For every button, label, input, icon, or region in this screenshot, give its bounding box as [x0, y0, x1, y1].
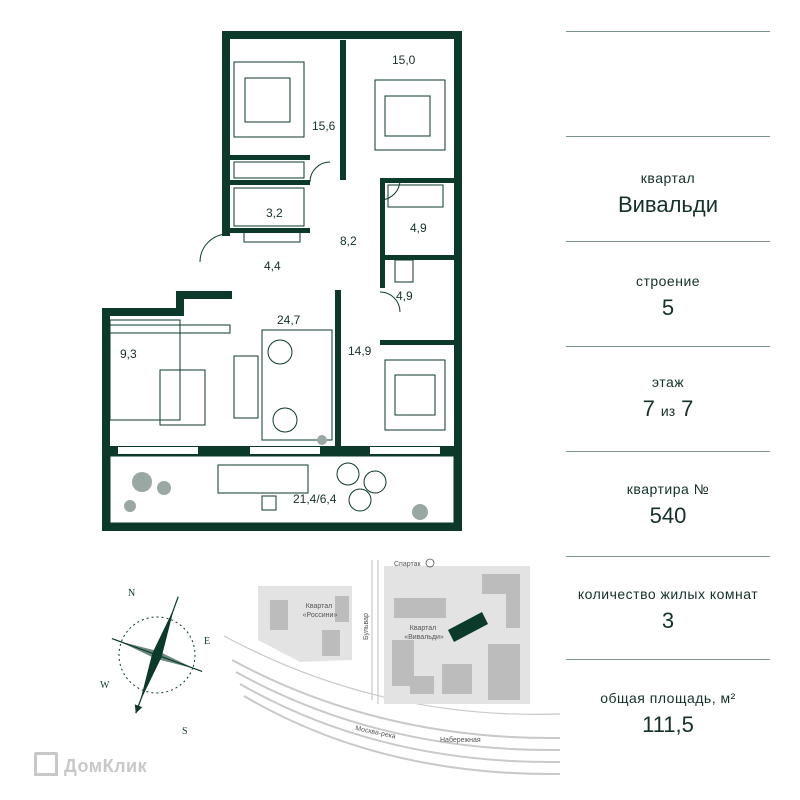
info-panel: квартал Вивальди строение 5 этаж 7 из 7 кв… — [566, 0, 770, 800]
floor-of: из — [660, 403, 676, 419]
house-icon — [34, 752, 58, 776]
room-area-bedroom1: 15,6 — [312, 119, 336, 133]
compass-n: N — [128, 588, 135, 599]
building-value: 5 — [661, 295, 675, 320]
room-area-bath1: 4,9 — [410, 221, 427, 235]
compass-rose — [111, 596, 203, 714]
plants — [124, 435, 428, 520]
room-area-kitchen: 9,3 — [120, 347, 137, 361]
room-area-bedroom2: 15,0 — [392, 53, 416, 67]
rooms-block: количество жилых комнат 3 — [566, 586, 770, 634]
quarter-label: квартал — [640, 170, 696, 186]
divider — [566, 31, 770, 32]
divider — [566, 241, 770, 242]
building-block: строение 5 — [566, 273, 770, 321]
divider — [566, 136, 770, 137]
quarter-block: квартал Вивальди — [566, 170, 770, 218]
apartment-value: 540 — [649, 503, 687, 528]
floor-value: 7 — [642, 396, 655, 421]
svg-text:Квартал «Вивальди»: Квартал «Вивальди» — [404, 625, 444, 641]
metro-icon — [425, 558, 435, 568]
divider — [566, 659, 770, 660]
apartment-block: квартира № 540 — [566, 481, 770, 529]
map-building-highlight — [448, 612, 488, 642]
floor-value-row: 7 из 7 — [566, 396, 770, 422]
room-area-hall: 8,2 — [340, 234, 357, 248]
map-bulvar: Бульвар — [363, 613, 370, 640]
area-block: общая площадь, м² 111,5 — [566, 690, 770, 738]
map-embankment: Набережная — [440, 736, 481, 744]
floor-plan: 15,6 15,0 3,2 8,2 4,9 4,4 4,9 24,7 9,3 1… — [100, 31, 560, 776]
furniture — [109, 61, 446, 512]
divider — [566, 556, 770, 557]
rooms-label: количество жилых комнат — [577, 586, 759, 602]
divider — [566, 346, 770, 347]
room-area-bath2: 4,9 — [396, 289, 413, 303]
rooms-value: 3 — [661, 608, 675, 633]
walls — [102, 31, 462, 531]
floor-total: 7 — [681, 396, 694, 421]
compass-w: W — [100, 680, 110, 691]
compass-e: E — [204, 636, 210, 647]
watermark: ДомКлик — [34, 752, 147, 777]
building-label: строение — [635, 273, 701, 289]
watermark-text: ДомКлик — [64, 756, 148, 776]
svg-text:Квартал «Россини»: Квартал «Россини» — [303, 603, 338, 619]
area-value: 111,5 — [642, 712, 694, 737]
room-area-terrace: 21,4/6,4 — [293, 492, 337, 506]
area-label: общая площадь, м² — [600, 690, 736, 706]
floor-block: этаж 7 из 7 — [566, 374, 770, 422]
compass-s: S — [182, 726, 188, 737]
room-area-wardrobe: 3,2 — [266, 206, 283, 220]
divider — [566, 451, 770, 452]
room-labels: 15,6 15,0 3,2 8,2 4,9 4,4 4,9 24,7 9,3 1… — [120, 53, 427, 506]
location-map: Квартал «Россини» Квартал «Вивальди» Спа… — [223, 558, 560, 776]
room-area-entry: 4,4 — [264, 259, 281, 273]
floor-label: этаж — [651, 374, 685, 390]
room-area-bedroom3: 14,9 — [348, 344, 372, 358]
quarter-value: Вивальди — [617, 192, 719, 217]
room-area-living: 24,7 — [277, 313, 301, 327]
apartment-label: квартира № — [626, 481, 710, 497]
map-metro: Спартак — [394, 561, 421, 568]
